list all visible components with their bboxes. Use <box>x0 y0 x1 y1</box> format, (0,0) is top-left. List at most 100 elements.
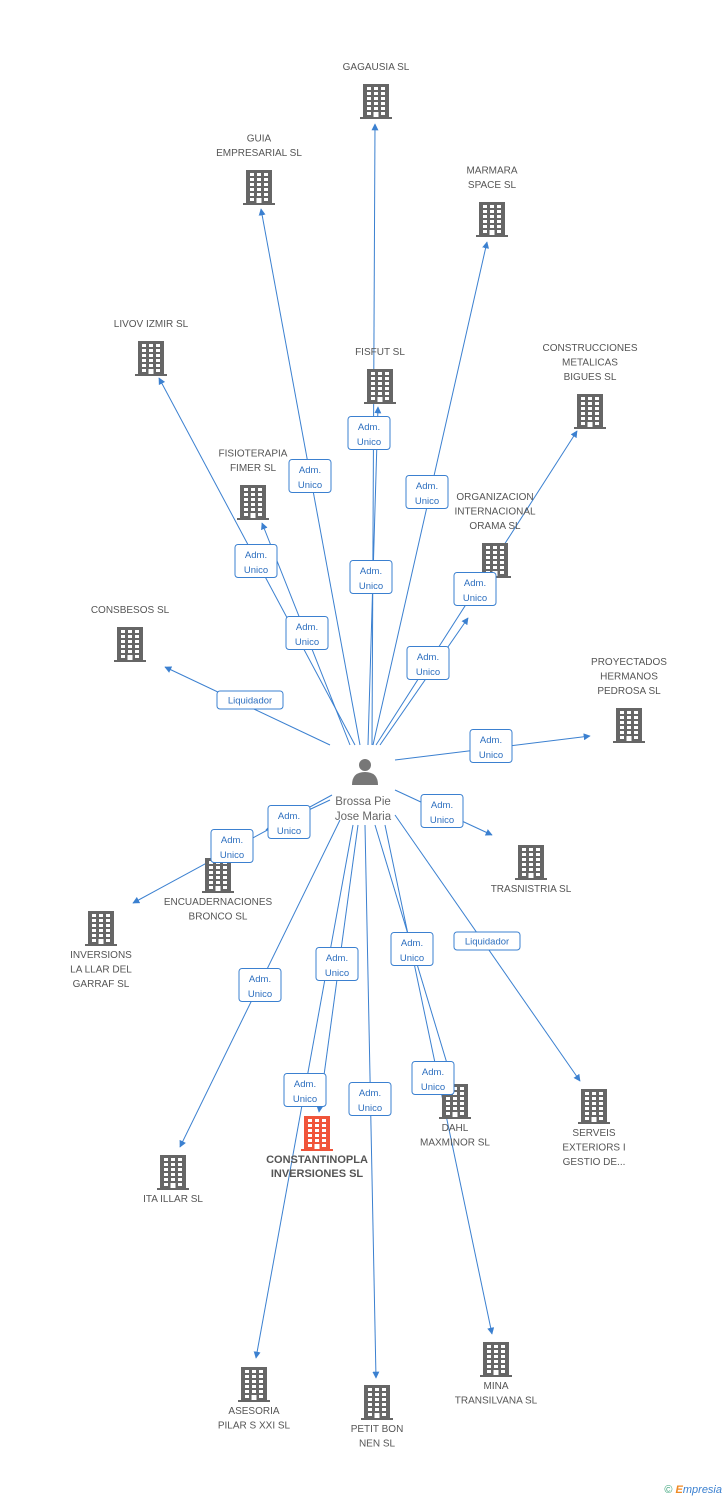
role-badge-livov[interactable]: Adm.Unico <box>234 544 278 578</box>
building-icon-consbesos[interactable] <box>114 627 146 662</box>
role-badge-asesoria[interactable]: Adm. Unico <box>283 1073 327 1107</box>
person-label-line: Brossa Pie <box>335 796 391 808</box>
company-label-trasnistria[interactable]: TRASNISTRIA SL <box>491 884 572 895</box>
role-text-line: Unico <box>463 593 487 604</box>
building-icon-inversions[interactable] <box>85 911 117 946</box>
role-text-line: Adm. <box>464 578 486 589</box>
footer-brand[interactable]: ©Empresia <box>664 1484 722 1496</box>
role-text-line: Unico <box>421 1082 445 1093</box>
brand-name: mpresia <box>682 1484 722 1496</box>
role-badge-marmara[interactable]: Adm.Unico <box>405 475 449 509</box>
role-text-line: Unico <box>359 581 383 592</box>
brand-initial: E <box>675 1484 683 1496</box>
building-icon-serveis[interactable] <box>578 1089 610 1124</box>
role-badge-inversions[interactable]: Adm.Unico <box>210 829 254 863</box>
role-text: Adm. Unico <box>421 1067 445 1093</box>
role-text-line: Adm. <box>278 811 300 822</box>
role-badge-encuadernaciones[interactable]: Adm.Unico <box>267 805 311 839</box>
role-text-line: Unico <box>479 750 503 761</box>
role-badge-constantinopla[interactable]: Adm.Unico <box>315 947 359 981</box>
building-icon-petitbon[interactable] <box>361 1385 393 1420</box>
role-badge-consbesos[interactable]: Liquidador <box>216 690 284 710</box>
building-icon-livov[interactable] <box>135 341 167 376</box>
role-text-line: Unico <box>293 1094 317 1105</box>
person-icon[interactable] <box>352 759 378 785</box>
role-badge-fisioterapia[interactable]: Adm.Unico <box>285 616 329 650</box>
edges-layer <box>132 123 591 1379</box>
company-label-line: GUIA <box>247 134 272 145</box>
building-icon-marmara[interactable] <box>476 202 508 237</box>
role-text-line: Liquidador <box>228 696 272 707</box>
role-badge-itaillar[interactable]: Adm.Unico <box>238 968 282 1002</box>
role-text: Liquidador <box>228 696 272 707</box>
role-badge-construcciones[interactable]: Adm. Unico <box>453 572 497 606</box>
company-label-livov[interactable]: LIVOV IZMIR SL <box>114 319 189 330</box>
company-label-line: ASESORIA <box>228 1406 279 1417</box>
role-badge-serveis[interactable]: Liquidador <box>453 931 521 951</box>
role-text-line: Adm. <box>358 422 380 433</box>
company-label-line: SPACE SL <box>468 180 517 191</box>
building-icon-trasnistria[interactable] <box>515 845 547 880</box>
company-label-line: GESTIO DE... <box>563 1157 626 1168</box>
role-text: Adm.Unico <box>244 550 268 576</box>
role-text-line: Adm. <box>245 550 267 561</box>
edge-organizacion <box>379 617 469 746</box>
building-icon-encuadernaciones[interactable] <box>202 858 234 893</box>
role-badge-trasnistria[interactable]: Adm.Unico <box>420 794 464 828</box>
role-badge-proyectados[interactable]: Adm.Unico <box>469 729 513 763</box>
role-badge-gagausia[interactable]: Adm.Unico <box>347 416 391 450</box>
role-text-line: Liquidador <box>465 937 509 948</box>
building-icon-gagausia[interactable] <box>360 84 392 119</box>
role-badge-petitbon[interactable]: Adm.Unico <box>348 1082 392 1116</box>
role-badge-organizacion[interactable]: Adm.Unico <box>406 646 450 680</box>
role-text-line: Adm. <box>422 1067 444 1078</box>
company-label-consbesos[interactable]: CONSBESOS SL <box>91 605 170 616</box>
person-label-line: Jose Maria <box>335 811 392 823</box>
building-icon-itaillar[interactable] <box>157 1155 189 1190</box>
role-badge-dahl[interactable]: Adm.Unico <box>390 932 434 966</box>
company-label-gagausia[interactable]: GAGAUSIA SL <box>343 62 410 73</box>
role-badge-guia[interactable]: Adm.Unico <box>288 459 332 493</box>
building-icon-constantinopla[interactable] <box>301 1116 333 1151</box>
role-text: Adm. Unico <box>293 1079 317 1105</box>
company-label-itaillar[interactable]: ITA ILLAR SL <box>143 1194 203 1205</box>
role-text-line: Adm. <box>294 1079 316 1090</box>
company-label-line: HERMANOS <box>600 672 658 683</box>
role-text-line: Adm. <box>416 481 438 492</box>
role-text-line: Unico <box>220 850 244 861</box>
role-text: Adm. Unico <box>463 578 487 604</box>
building-icon-fisfut[interactable] <box>364 369 396 404</box>
building-icon-asesoria[interactable] <box>238 1367 270 1402</box>
company-label-line: MAXMINOR SL <box>420 1138 490 1149</box>
role-text: Adm.Unico <box>359 566 383 592</box>
building-icon-fisioterapia[interactable] <box>237 485 269 520</box>
building-icon-mina[interactable] <box>480 1342 512 1377</box>
building-icon-proyectados[interactable] <box>613 708 645 743</box>
company-label-fisfut[interactable]: FISFUT SL <box>355 347 405 358</box>
building-icon-construcciones[interactable] <box>574 394 606 429</box>
role-badge-mina[interactable]: Adm. Unico <box>411 1061 455 1095</box>
building-icon-dahl[interactable] <box>439 1084 471 1119</box>
company-label-line: ORGANIZACION <box>456 492 533 503</box>
building-icon-guia[interactable] <box>243 170 275 205</box>
company-label-line: LA LLAR DEL <box>70 965 132 976</box>
company-label-line: PEDROSA SL <box>597 686 661 697</box>
role-text-line: Adm. <box>417 652 439 663</box>
role-badge-fisfut[interactable]: Adm.Unico <box>349 560 393 594</box>
